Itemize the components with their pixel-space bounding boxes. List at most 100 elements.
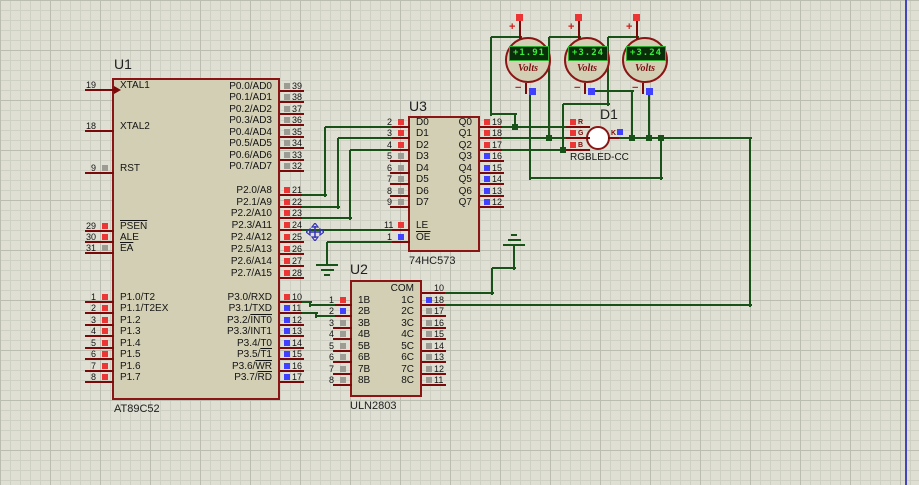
pin-stub[interactable]	[390, 160, 410, 162]
pin-stub[interactable]	[85, 130, 114, 132]
pin-stub[interactable]	[422, 304, 446, 306]
wire[interactable]	[502, 137, 568, 139]
pin-stub[interactable]	[390, 183, 410, 185]
pin-stub[interactable]	[333, 304, 352, 306]
pin-stub[interactable]	[85, 89, 114, 91]
wire[interactable]	[491, 113, 517, 115]
pin-stub[interactable]	[480, 206, 504, 208]
pin-stub[interactable]	[390, 206, 410, 208]
wire[interactable]	[302, 312, 318, 314]
pin-stub[interactable]	[333, 327, 352, 329]
meter-minus-terminal[interactable]	[646, 88, 653, 95]
pin-stub[interactable]	[280, 347, 304, 349]
pin-stub[interactable]	[280, 147, 304, 149]
pin-stub[interactable]	[85, 381, 114, 383]
pin-stub[interactable]	[85, 172, 114, 174]
pin-stub[interactable]	[85, 347, 114, 349]
wire[interactable]	[337, 138, 339, 209]
led-pin-stub[interactable]	[566, 149, 590, 151]
meter-terminal-stub[interactable]	[584, 83, 586, 94]
pin-stub[interactable]	[280, 194, 304, 196]
pin-stub[interactable]	[280, 301, 304, 303]
wire[interactable]	[513, 246, 515, 270]
meter-terminal-stub[interactable]	[578, 20, 580, 39]
pin-stub[interactable]	[422, 338, 446, 340]
pin-stub[interactable]	[333, 350, 352, 352]
pin-stub[interactable]	[280, 170, 304, 172]
wire[interactable]	[316, 315, 335, 317]
pin-stub[interactable]	[390, 137, 410, 139]
pin-stub[interactable]	[280, 335, 304, 337]
pin-stub[interactable]	[390, 149, 410, 151]
pin-stub[interactable]	[85, 230, 114, 232]
meter-terminal-stub[interactable]	[636, 20, 638, 39]
wire[interactable]	[490, 37, 492, 116]
pin-stub[interactable]	[280, 124, 304, 126]
wire[interactable]	[648, 95, 650, 140]
wire[interactable]	[445, 292, 494, 294]
wire[interactable]	[607, 37, 609, 106]
pin-stub[interactable]	[333, 338, 352, 340]
pin-stub[interactable]	[480, 172, 504, 174]
wire[interactable]	[349, 150, 351, 220]
wire[interactable]	[562, 104, 564, 152]
pin-stub[interactable]	[480, 160, 504, 162]
wire[interactable]	[325, 126, 392, 128]
pin-stub[interactable]	[480, 195, 504, 197]
pin-stub[interactable]	[85, 241, 114, 243]
chip-u2[interactable]	[350, 280, 422, 397]
pin-stub[interactable]	[480, 137, 504, 139]
pin-stub[interactable]	[280, 241, 304, 243]
led-pin-stub[interactable]	[566, 137, 590, 139]
wire[interactable]	[326, 242, 328, 266]
pin-stub[interactable]	[280, 229, 304, 231]
wire[interactable]	[302, 194, 327, 196]
wire[interactable]	[749, 138, 751, 307]
pin-stub[interactable]	[280, 253, 304, 255]
pin-stub[interactable]	[85, 335, 114, 337]
wire[interactable]	[660, 138, 662, 180]
pin-stub[interactable]	[85, 358, 114, 360]
pin-stub[interactable]	[422, 373, 446, 375]
pin-stub[interactable]	[280, 358, 304, 360]
wire[interactable]	[302, 301, 312, 303]
pin-stub[interactable]	[422, 327, 446, 329]
pin-stub[interactable]	[390, 195, 410, 197]
pin-stub[interactable]	[85, 370, 114, 372]
meter-plus-terminal[interactable]	[575, 14, 582, 21]
pin-stub[interactable]	[390, 241, 410, 243]
pin-stub[interactable]	[280, 370, 304, 372]
pin-stub[interactable]	[480, 183, 504, 185]
wire[interactable]	[529, 93, 531, 180]
pin-stub[interactable]	[422, 361, 446, 363]
wire[interactable]	[327, 241, 392, 243]
wire[interactable]	[491, 268, 493, 295]
wire[interactable]	[514, 114, 516, 129]
pin-stub[interactable]	[333, 315, 352, 317]
meter-minus-terminal[interactable]	[588, 88, 595, 95]
pin-stub[interactable]	[280, 217, 304, 219]
wire[interactable]	[302, 206, 340, 208]
pin-stub[interactable]	[422, 292, 446, 294]
pin-stub[interactable]	[280, 113, 304, 115]
pin-stub[interactable]	[280, 312, 304, 314]
pin-stub[interactable]	[333, 361, 352, 363]
wire[interactable]	[595, 90, 634, 92]
pin-stub[interactable]	[280, 265, 304, 267]
pin-stub[interactable]	[333, 384, 352, 386]
pin-stub[interactable]	[280, 206, 304, 208]
meter-plus-terminal[interactable]	[516, 14, 523, 21]
meter-terminal-stub[interactable]	[525, 83, 527, 94]
pin-stub[interactable]	[85, 252, 114, 254]
pin-stub[interactable]	[280, 136, 304, 138]
wire[interactable]	[445, 304, 752, 306]
pin-stub[interactable]	[480, 126, 504, 128]
chip-u1[interactable]	[112, 78, 280, 400]
pin-stub[interactable]	[85, 324, 114, 326]
pin-stub[interactable]	[280, 101, 304, 103]
wire[interactable]	[492, 267, 516, 269]
pin-stub[interactable]	[85, 312, 114, 314]
wire[interactable]	[338, 137, 392, 139]
wire[interactable]	[610, 137, 752, 139]
